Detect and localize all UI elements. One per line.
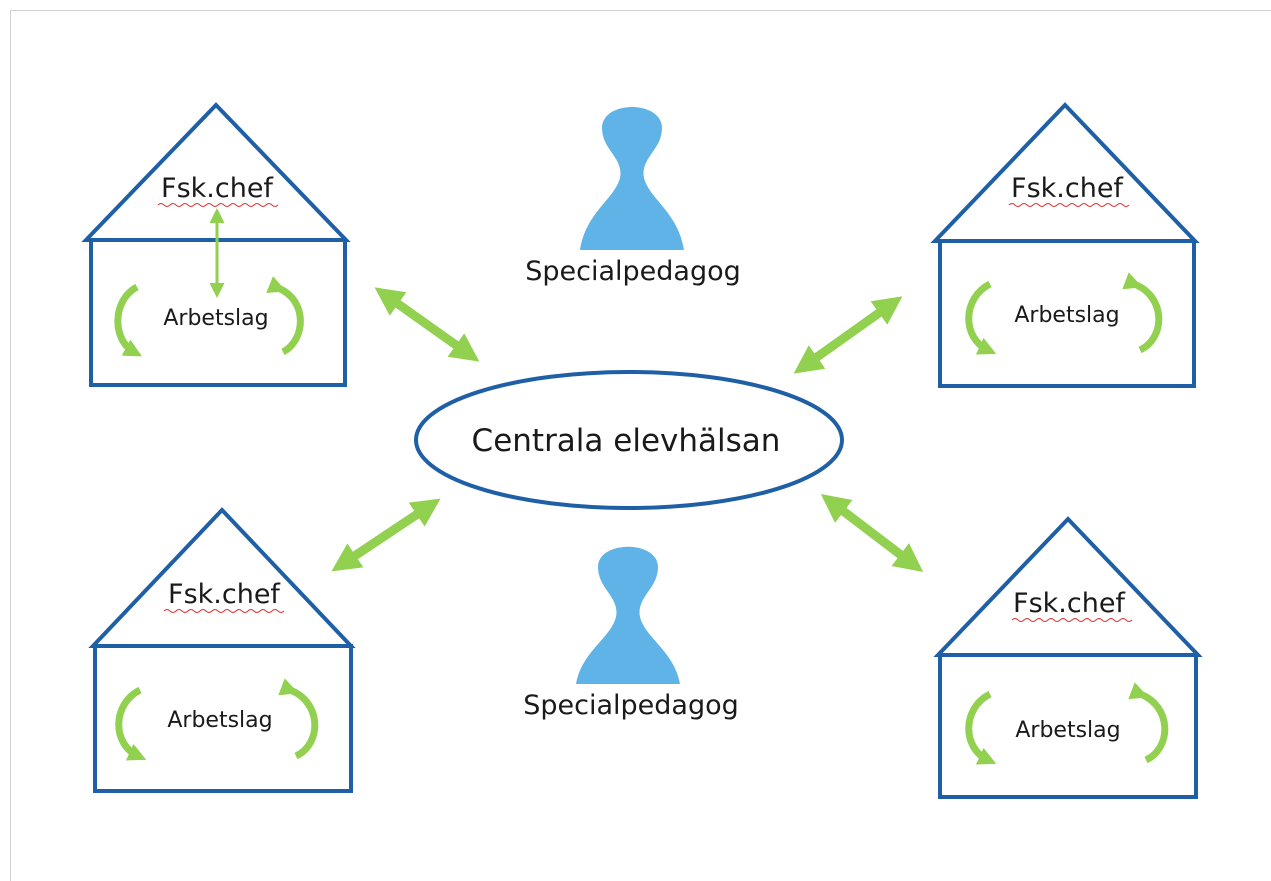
spellcheck-underline [157,203,279,207]
cycle-arrow-right [278,678,319,760]
connector-arrow-bottom-right [820,494,924,572]
house-roof [933,516,1203,657]
house-bottom-right: Fsk.chef Arbetslag [933,516,1203,799]
house-roof-label: Fsk.chef [168,579,281,610]
connector-arrow-bottom-left [331,498,441,572]
house-top-left: Fsk.chef Arbetslag [81,102,351,387]
cycle-arrow-left [114,283,142,357]
house-body [938,239,1196,388]
cycle-arrow-right [1122,272,1163,354]
cycle-arrow-right [1128,682,1169,764]
cycle-arrow-left [965,280,997,355]
house-top-right: Fsk.chef Arbetslag [930,102,1200,388]
connector-arrow-top-right [793,296,903,374]
house-roof [88,507,356,648]
person-label: Specialpedagog [525,256,741,287]
house-roof-label: Fsk.chef [161,173,274,204]
house-roof-label: Fsk.chef [1013,588,1126,619]
cycle-arrow-left [115,686,147,761]
spellcheck-underline [1011,618,1133,622]
cycle-arrow-right [266,276,304,356]
house-bottom-left: Fsk.chef Arbetslag [88,507,356,793]
central-node: Centrala elevhälsan [414,370,844,510]
central-ellipse [414,370,844,510]
house-body-label: Arbetslag [167,708,272,733]
house-body-label: Arbetslag [1014,303,1119,328]
spellcheck-underline [1008,203,1130,207]
person-label: Specialpedagog [523,690,739,721]
house-body-label: Arbetslag [1015,718,1120,743]
spellcheck-underline [163,609,285,613]
house-roof-label: Fsk.chef [1011,173,1124,204]
house-body [938,653,1198,799]
person-icon [576,546,680,684]
house-body [93,644,353,793]
connector-arrow-top-left [374,287,480,362]
cycle-arrow-left [965,690,997,765]
house-body-label: Arbetslag [163,306,268,331]
person-icon [580,107,684,250]
central-label: Centrala elevhälsan [472,423,781,459]
